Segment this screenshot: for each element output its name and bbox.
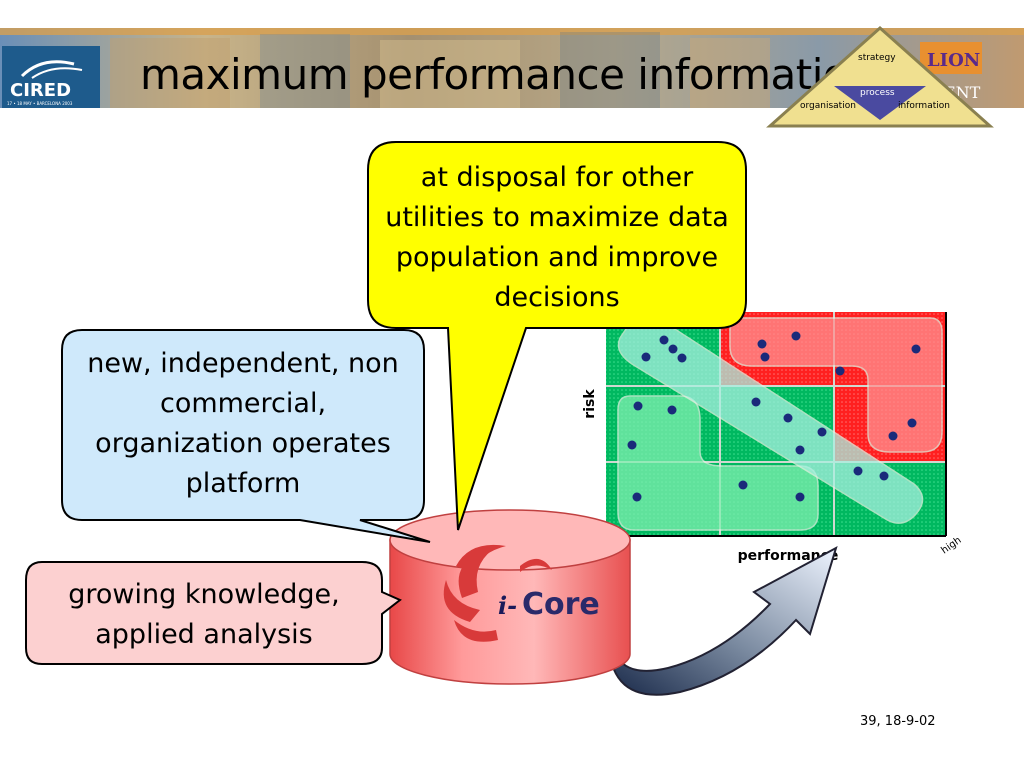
slide-footer: 39, 18-9-02 — [860, 714, 936, 729]
axis-label-high: high — [939, 535, 963, 557]
high-risk-zone — [729, 317, 943, 453]
logo-tagline: 17 • 18 MAY • BARCELONA 2003 — [7, 101, 73, 106]
triangle-right-label: information — [898, 101, 950, 111]
header-banner: LION ENT — [0, 28, 1024, 108]
callout-organization-text: new, independent, non commercial, organi… — [87, 348, 399, 499]
triangle-model: strategy process organisation informatio… — [766, 26, 994, 128]
icore-name: Core — [522, 587, 600, 622]
banner-fragment-upper: LION — [927, 50, 980, 71]
triangle-center-label: process — [860, 88, 895, 98]
curved-arrow — [611, 545, 838, 696]
axis-label-risk: risk — [582, 389, 598, 419]
callout-knowledge-text: growing knowledge, applied analysis — [68, 579, 340, 650]
callout-utilities — [367, 141, 747, 531]
logo-name: CIRED — [10, 80, 71, 101]
cired-logo: CIRED 17 • 18 MAY • BARCELONA 2003 — [2, 46, 100, 108]
icore-prefix: i- — [498, 591, 517, 620]
callout-knowledge — [25, 561, 402, 665]
slide-title: maximum performance information — [140, 50, 875, 99]
triangle-top-label: strategy — [858, 53, 896, 63]
icore-database: i- Core — [389, 509, 631, 685]
callout-organization — [61, 329, 431, 543]
risk-performance-matrix: risk performance high — [582, 312, 964, 564]
icore-swirl-logo — [443, 544, 552, 642]
low-risk-zone — [617, 395, 819, 531]
matrix-data-points — [627, 331, 921, 502]
triangle-left-label: organisation — [800, 101, 856, 111]
callout-utilities-text: at disposal for other utilities to maxim… — [385, 162, 729, 313]
